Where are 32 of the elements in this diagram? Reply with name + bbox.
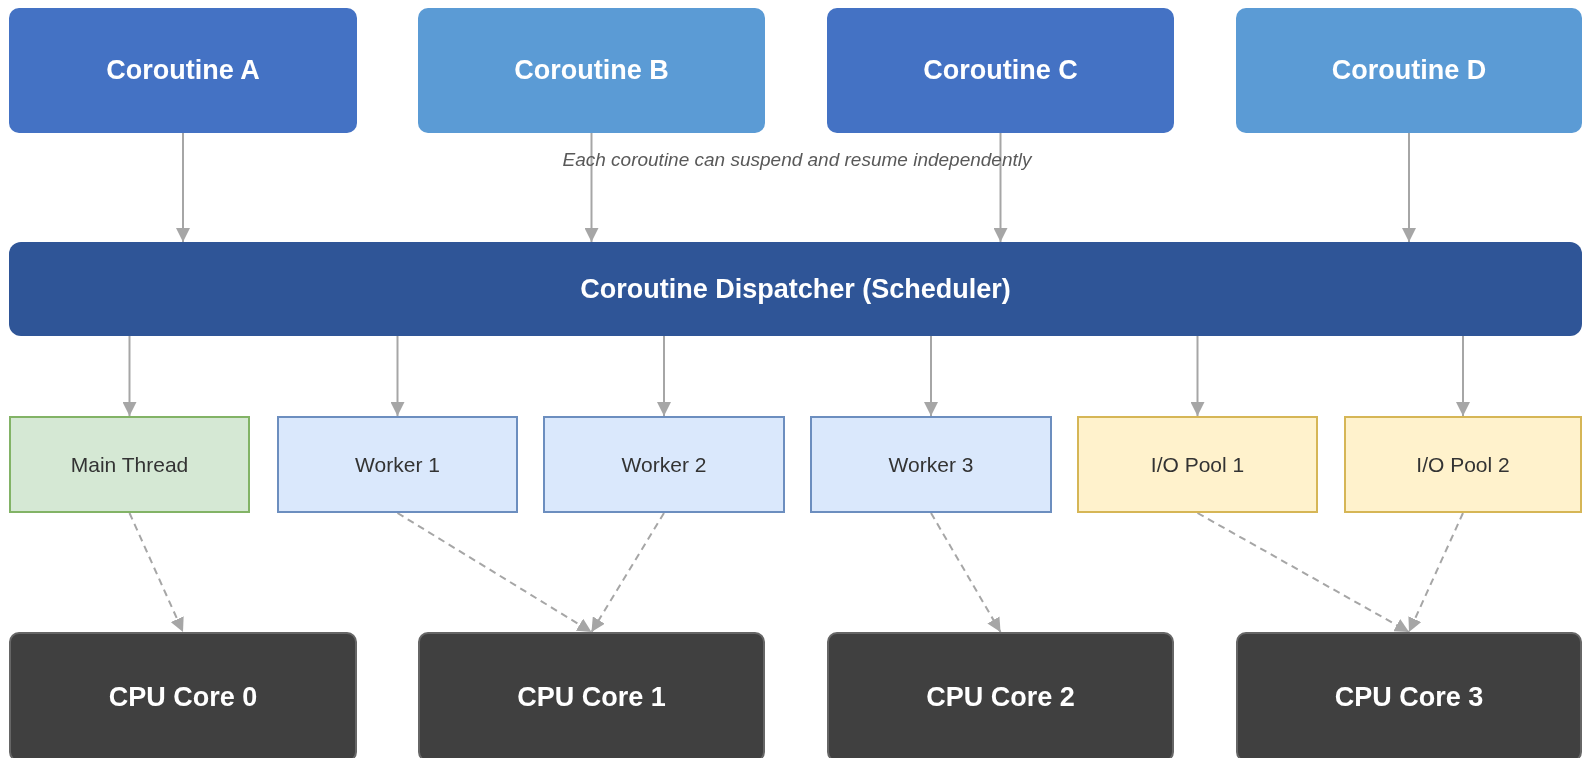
dashed-arrow bbox=[1196, 512, 1410, 633]
dashed-arrow bbox=[128, 512, 184, 633]
thread-box: Main Thread bbox=[9, 416, 250, 513]
cpu-core-box: CPU Core 3 bbox=[1236, 632, 1582, 758]
cpu-core-box: CPU Core 2 bbox=[827, 632, 1174, 758]
cpu-core-box: CPU Core 1 bbox=[418, 632, 765, 758]
dispatcher-bar: Coroutine Dispatcher (Scheduler) bbox=[9, 242, 1582, 336]
arrow bbox=[176, 132, 190, 243]
dashed-arrow bbox=[930, 512, 1002, 633]
arrow bbox=[1456, 335, 1470, 417]
dashed-arrow bbox=[1408, 512, 1464, 633]
arrow bbox=[1190, 335, 1205, 417]
arrow bbox=[390, 335, 405, 417]
pool-box: I/O Pool 2 bbox=[1344, 416, 1582, 513]
worker-box: Worker 1 bbox=[277, 416, 518, 513]
arrow bbox=[924, 335, 938, 417]
arrow bbox=[584, 132, 599, 243]
arrow bbox=[657, 335, 671, 417]
coroutine-box: Coroutine C bbox=[827, 8, 1174, 133]
coroutine-box: Coroutine D bbox=[1236, 8, 1582, 133]
dashed-arrow bbox=[396, 512, 593, 633]
worker-box: Worker 2 bbox=[543, 416, 785, 513]
arrow bbox=[1402, 132, 1416, 243]
cpu-core-box: CPU Core 0 bbox=[9, 632, 357, 758]
dashed-arrow bbox=[590, 512, 665, 633]
pool-box: I/O Pool 1 bbox=[1077, 416, 1318, 513]
coroutine-box: Coroutine B bbox=[418, 8, 765, 133]
arrow bbox=[993, 132, 1008, 243]
worker-box: Worker 3 bbox=[810, 416, 1052, 513]
annotation-text: Each coroutine can suspend and resume independently bbox=[562, 149, 1032, 171]
coroutine-box: Coroutine A bbox=[9, 8, 357, 133]
arrow bbox=[122, 335, 137, 417]
